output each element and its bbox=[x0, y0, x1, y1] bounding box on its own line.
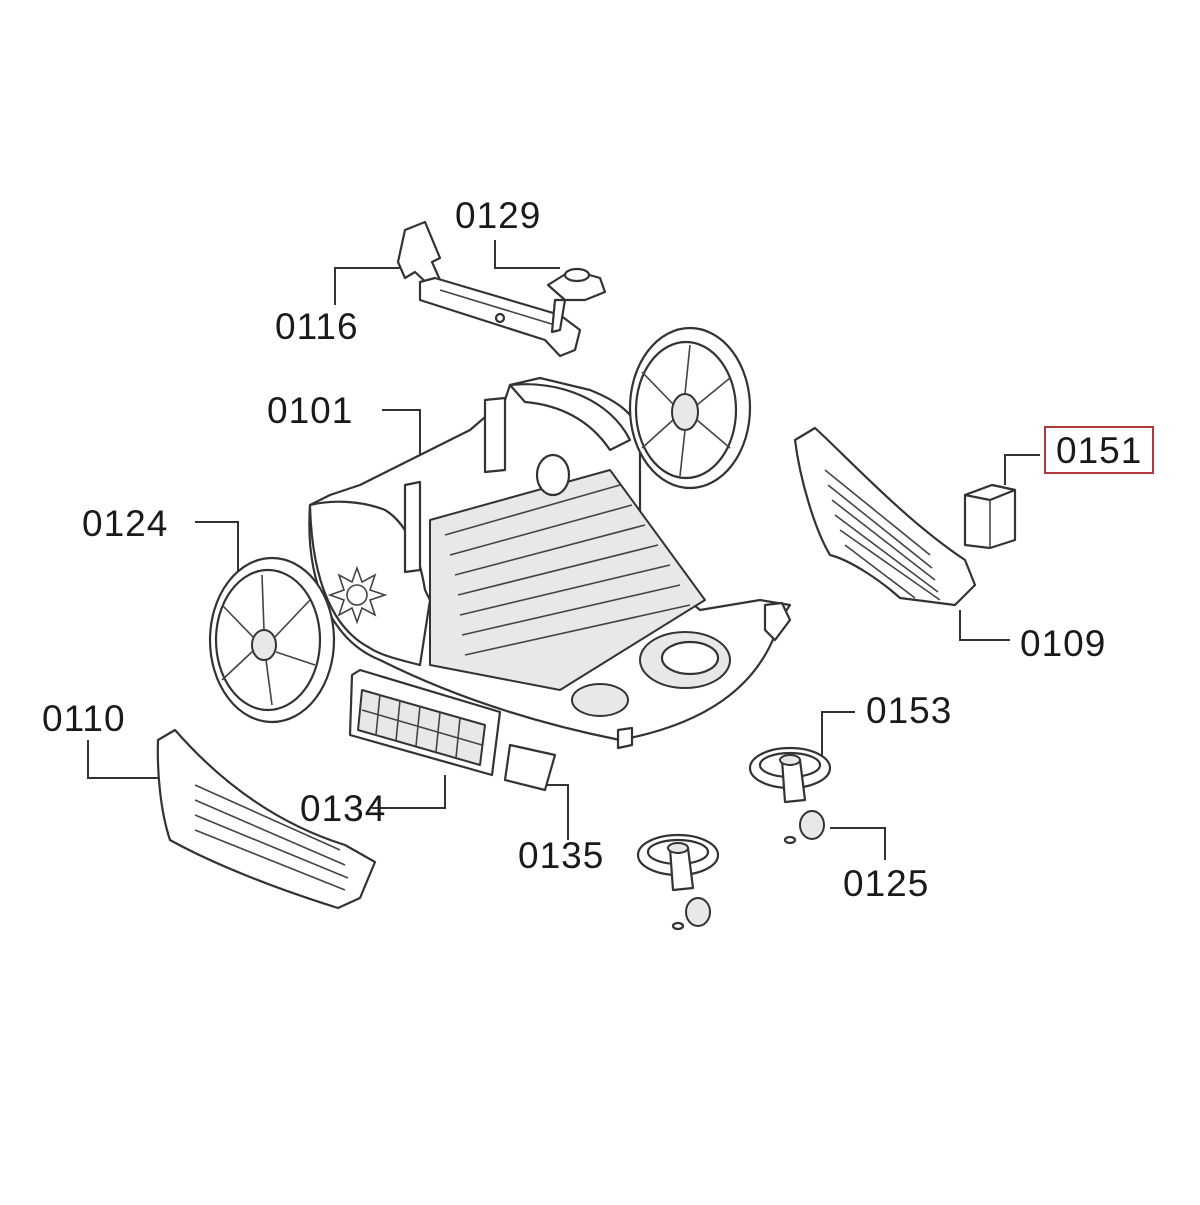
label-0129: 0129 bbox=[455, 195, 542, 236]
part-right-wheel bbox=[628, 326, 752, 490]
part-0153-caster-upper bbox=[748, 746, 832, 804]
part-0116-lever-arm bbox=[396, 220, 582, 358]
label-0110: 0110 bbox=[42, 698, 126, 739]
label-0116: 0116 bbox=[275, 306, 359, 347]
part-0134-filter-cassette bbox=[348, 668, 502, 777]
leader-lines bbox=[87, 240, 1040, 860]
label-0124: 0124 bbox=[82, 503, 169, 544]
part-0153-caster-lower bbox=[636, 833, 720, 931]
flower-decoration bbox=[327, 565, 388, 625]
label-0125: 0125 bbox=[843, 863, 930, 904]
part-0151-filter-box bbox=[963, 483, 1017, 550]
part-0124-left-wheel bbox=[208, 556, 336, 724]
label-0151-highlighted: 0151 bbox=[1044, 426, 1155, 474]
part-0135-wedge bbox=[503, 743, 557, 792]
label-0134: 0134 bbox=[300, 788, 387, 829]
part-0125-caster-wheel-upper bbox=[783, 810, 825, 845]
part-0110-left-grille bbox=[156, 728, 377, 910]
label-0153: 0153 bbox=[866, 690, 953, 731]
part-0129-pivot bbox=[546, 267, 607, 334]
part-0109-right-grille bbox=[793, 426, 977, 607]
label-0109: 0109 bbox=[1020, 623, 1107, 664]
label-0135: 0135 bbox=[518, 835, 605, 876]
label-0101: 0101 bbox=[267, 390, 354, 431]
part-0101-main-body bbox=[308, 376, 792, 750]
